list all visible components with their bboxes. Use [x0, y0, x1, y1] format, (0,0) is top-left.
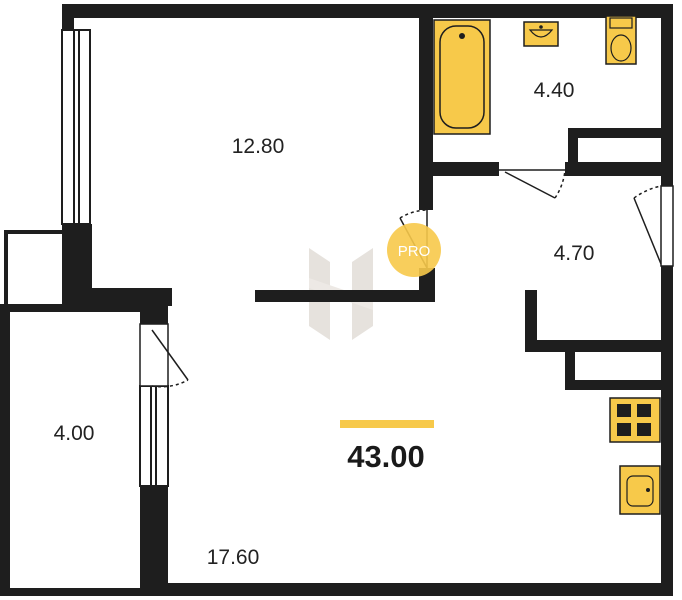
room-area-hall: 4.70 — [554, 242, 595, 265]
pro-logo: PRO — [387, 223, 441, 277]
stove-fixture — [609, 397, 661, 443]
window-living — [139, 385, 169, 487]
room-area-living-kitchen: 17.60 — [207, 546, 260, 569]
sink-fixture-kitchen — [619, 465, 661, 515]
room-area-balcony: 4.00 — [54, 422, 95, 445]
window-bedroom — [61, 29, 91, 225]
door-entrance — [633, 185, 674, 267]
door-balcony — [139, 323, 189, 388]
room-area-bathroom: 4.40 — [534, 79, 575, 102]
door-bathroom — [499, 169, 566, 199]
pro-logo-text: PRO — [398, 243, 431, 260]
sink-fixture-bathroom — [523, 21, 559, 47]
room-area-bedroom: 12.80 — [232, 135, 285, 158]
bathtub-fixture — [433, 19, 491, 135]
toilet-fixture — [605, 15, 637, 65]
total-area-accent-bar — [340, 420, 434, 428]
walls — [0, 4, 673, 596]
total-area: 43.00 — [347, 439, 425, 474]
